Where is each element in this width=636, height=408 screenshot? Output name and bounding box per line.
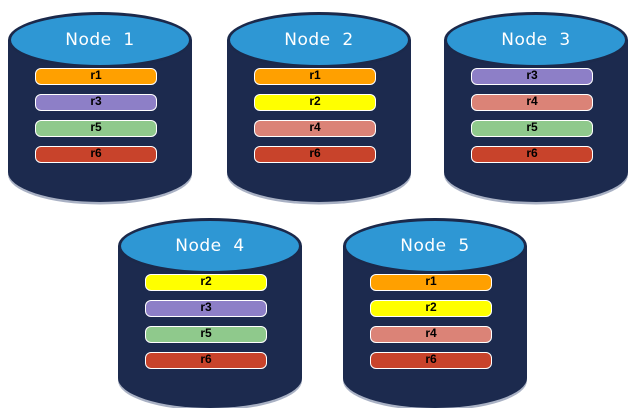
cylinder-top-ellipse: Node 5	[343, 218, 527, 274]
replica-bar: r6	[370, 352, 492, 369]
replica-bar: r6	[35, 146, 157, 163]
replica-bar: r5	[145, 326, 267, 343]
replica-bar: r2	[254, 94, 376, 111]
replica-list: r1 r2 r4 r6	[254, 68, 376, 172]
cylinder-top-ellipse: Node 4	[118, 218, 302, 274]
cylinder-top-ellipse: Node 3	[444, 12, 628, 68]
replica-bar: r1	[254, 68, 376, 85]
replica-bar: r4	[254, 120, 376, 137]
cylinder-top-ellipse: Node 1	[8, 12, 192, 68]
replica-bar: r2	[370, 300, 492, 317]
replica-bar: r6	[471, 146, 593, 163]
replica-bar: r6	[145, 352, 267, 369]
replica-bar: r4	[370, 326, 492, 343]
replica-bar: r2	[145, 274, 267, 291]
replica-bar: r5	[471, 120, 593, 137]
replica-list: r1 r2 r4 r6	[370, 274, 492, 378]
node-cylinder-4: Node 4 r2 r3 r5 r6	[118, 218, 302, 408]
cylinder-top-ellipse: Node 2	[227, 12, 411, 68]
replica-bar: r6	[254, 146, 376, 163]
node-cylinder-1: Node 1 r1 r3 r5 r6	[8, 12, 192, 202]
replica-list: r1 r3 r5 r6	[35, 68, 157, 172]
node-label: Node 3	[501, 30, 571, 50]
replica-list: r3 r4 r5 r6	[471, 68, 593, 172]
node-label: Node 2	[284, 30, 354, 50]
node-label: Node 5	[400, 236, 470, 256]
replica-bar: r3	[35, 94, 157, 111]
replica-bar: r1	[370, 274, 492, 291]
node-label: Node 4	[175, 236, 245, 256]
replica-bar: r3	[145, 300, 267, 317]
node-cylinder-2: Node 2 r1 r2 r4 r6	[227, 12, 411, 202]
replica-bar: r3	[471, 68, 593, 85]
node-cylinder-5: Node 5 r1 r2 r4 r6	[343, 218, 527, 408]
replica-bar: r4	[471, 94, 593, 111]
replica-bar: r5	[35, 120, 157, 137]
replica-list: r2 r3 r5 r6	[145, 274, 267, 378]
node-label: Node 1	[65, 30, 135, 50]
replica-bar: r1	[35, 68, 157, 85]
node-cylinder-3: Node 3 r3 r4 r5 r6	[444, 12, 628, 202]
